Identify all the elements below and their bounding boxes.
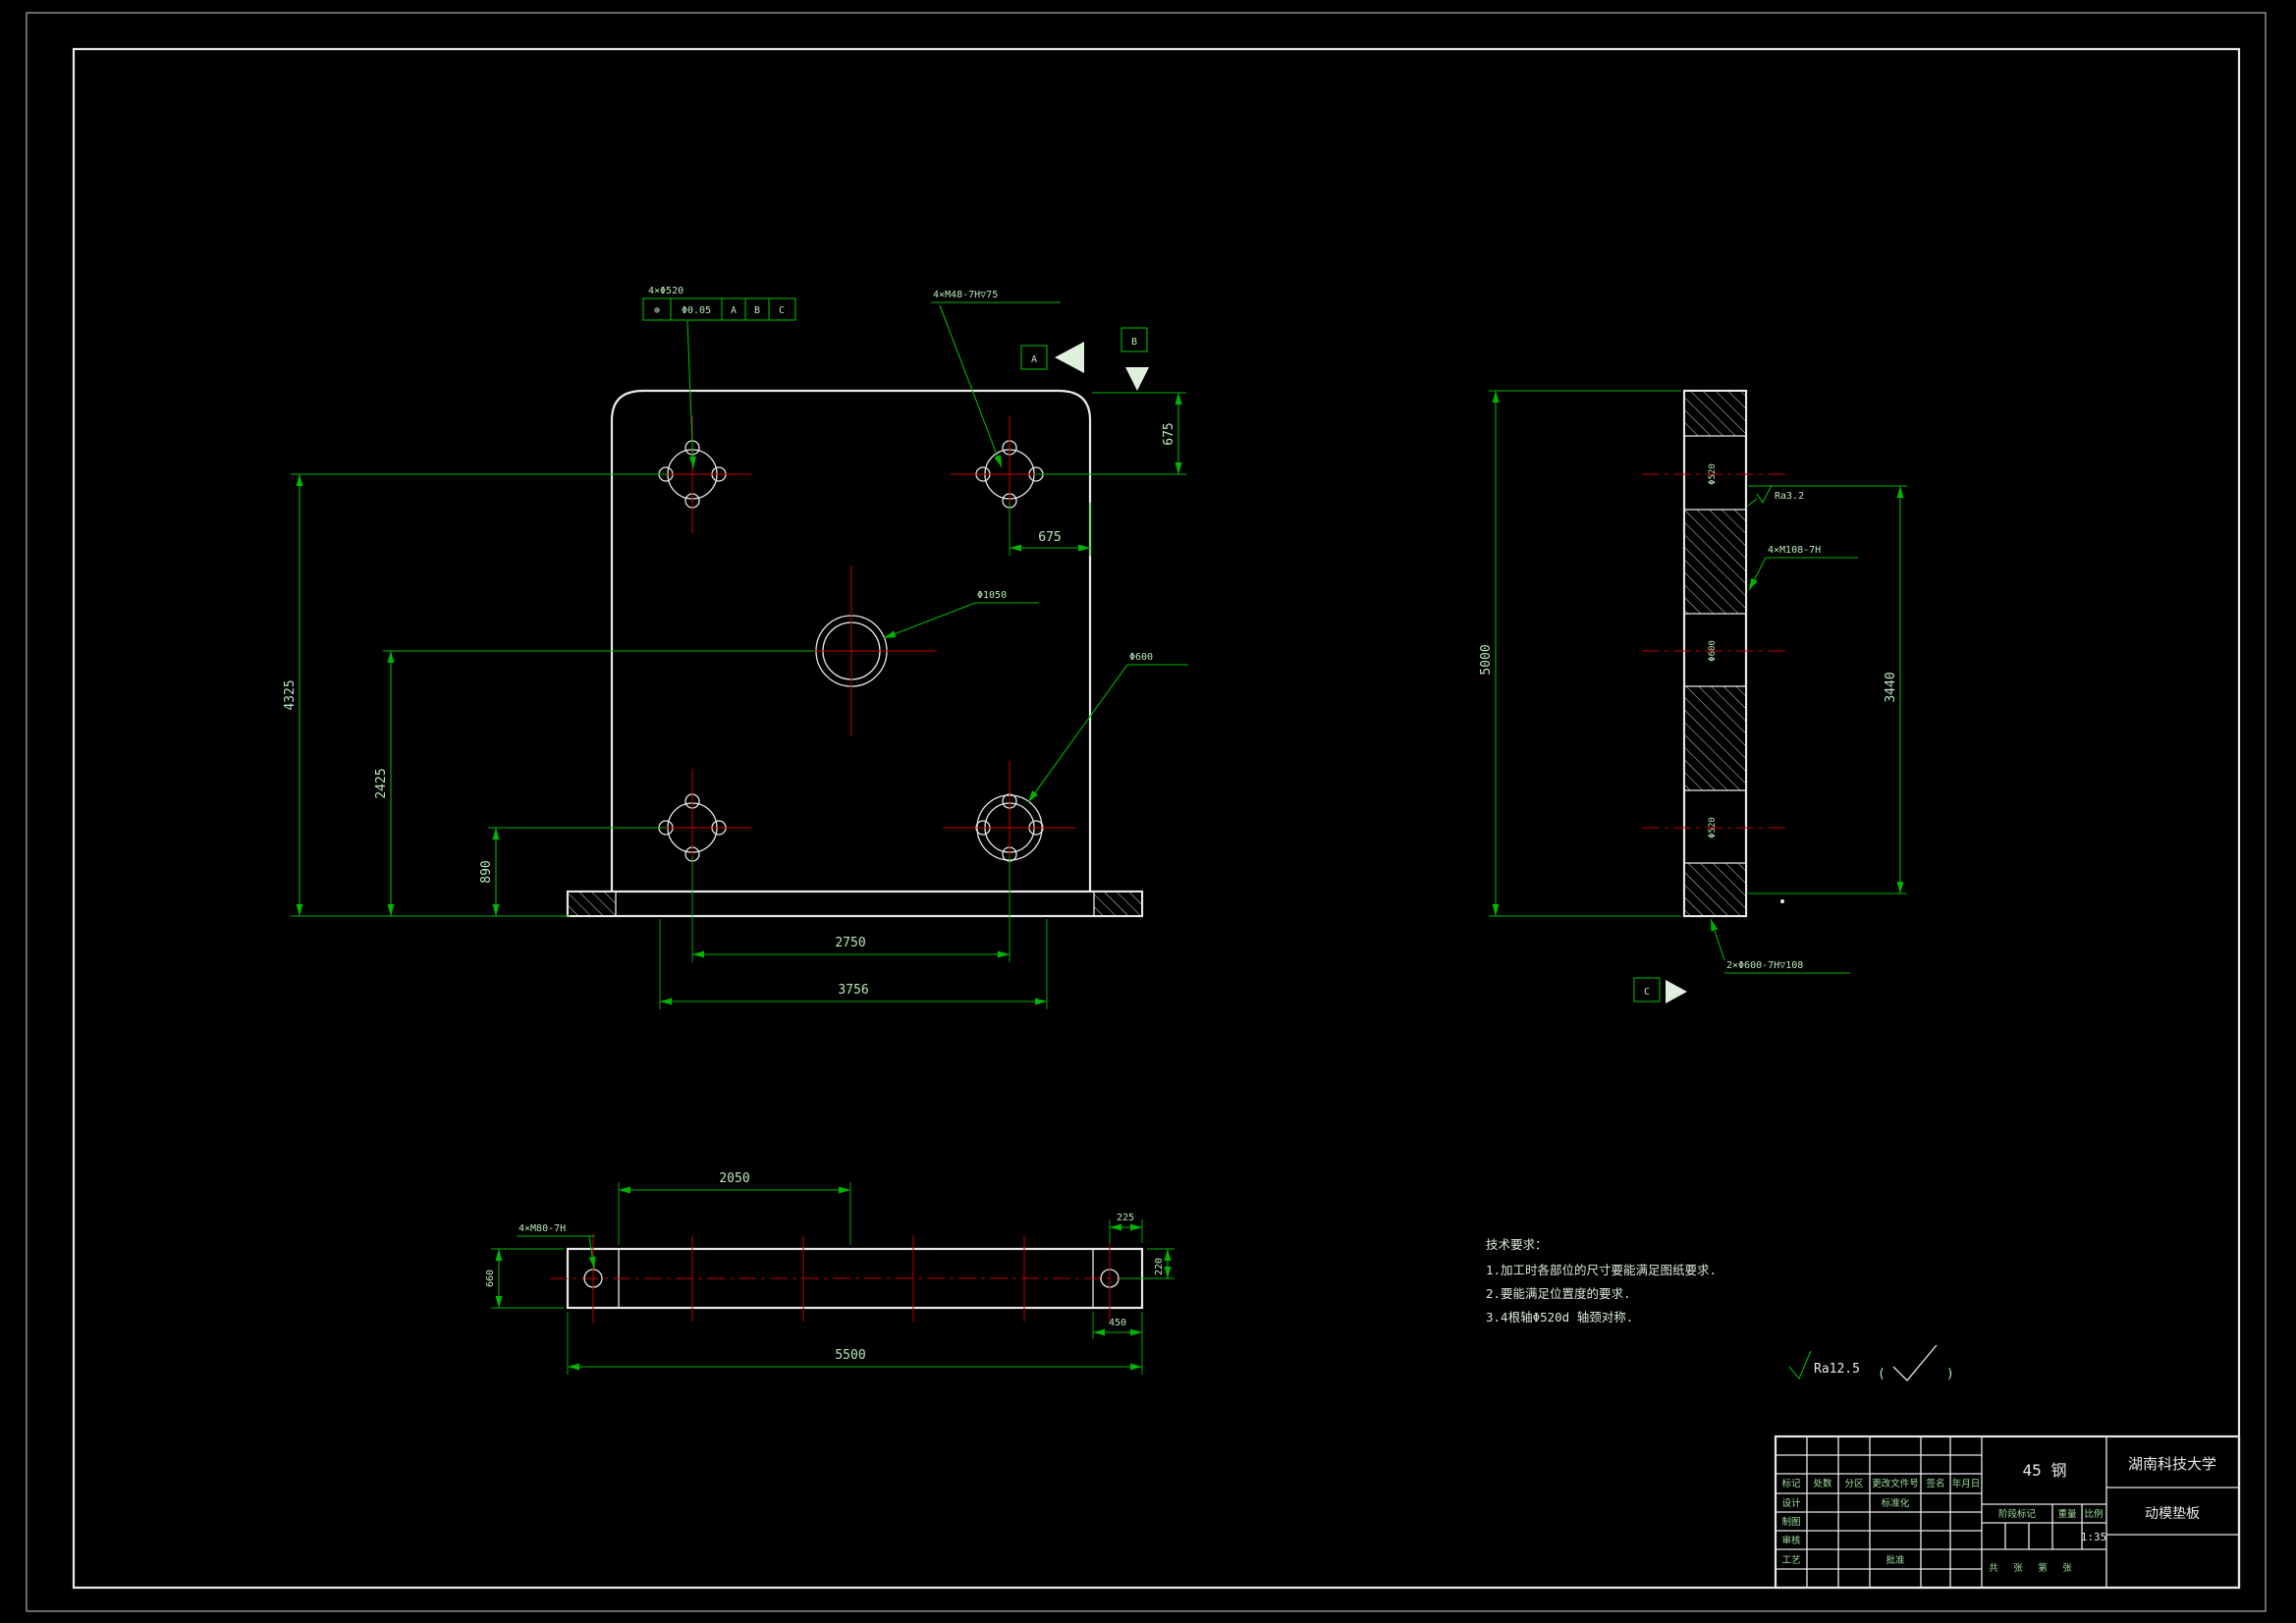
paren-close: ) [1946,1367,1954,1381]
datum-flag-c: C [1633,977,1687,1003]
foot-hatch-left [569,893,616,915]
gdt-datum-c: C [779,305,785,316]
label-weight: 重量 [2057,1508,2077,1520]
dim-hole-span: 2750 [835,936,865,950]
dim-pitch: 2050 [719,1171,749,1186]
dim-foot-height: 890 [479,860,494,883]
datum-b-label: B [1131,337,1137,348]
callout-thread-side: 4×M108-7H [1768,545,1821,556]
datum-b-triangle-icon [1125,367,1149,391]
material: 45 钢 [2023,1461,2067,1480]
callout-corner-bore: Φ600 [1129,652,1153,663]
dim-top-offset: 675 [1162,422,1176,445]
title-block: 标记 处数 分区 更改文件号 签名 年月日 设计 标准化 制图 审核 工艺 批准… [1774,1434,2241,1590]
bore-label-top: Φ520 [1708,463,1718,485]
scale-value: 1:35 [2081,1531,2107,1543]
datum-flag-b: B [1121,327,1149,391]
tech-req-line-1: 1.加工时各部位的尺寸要能满足图纸要求. [1486,1263,1717,1277]
sheet-unit-2: 张 [2062,1563,2072,1574]
dim-end-b: 220 [1154,1258,1165,1275]
label-stage: 阶段标记 [1998,1508,2037,1520]
check-symbol-icon [1892,1344,1938,1381]
front-dimensions: 4325 2425 890 675 675 2750 [283,392,1186,1009]
sheet-frame [26,12,2267,1612]
callout-thread: 4×M48-7H▽75 [933,290,998,300]
roughness-callout-side: Ra3.2 [1747,484,1804,507]
side-view: Φ520 Φ600 Φ520 5000 3440 Ra3.2 4×M108-7H… [1479,389,1907,1003]
datum-a-label: A [1031,354,1037,365]
technical-requirements: 技术要求： 1.加工时各部位的尺寸要能满足图纸要求. 2.要能满足位置度的要求.… [1486,1237,1717,1325]
sheet-unit-1: 张 [2013,1563,2023,1574]
dim-side-inner-height: 3440 [1884,672,1898,702]
dim-bar-height: 660 [485,1270,496,1287]
roughness-symbol-icon [1788,1350,1812,1380]
inner-border [72,47,2241,1590]
col-count: 处数 [1813,1478,1832,1489]
role-standard: 标准化 [1882,1497,1910,1509]
thread-callout-side: 4×M108-7H [1748,545,1858,591]
tech-req-title: 技术要求： [1486,1237,1548,1252]
dim-center-height: 2425 [374,768,389,798]
sheet-total: 共 [1989,1563,1998,1574]
bottom-view: 2050 660 4×M80-7H 225 220 450 5500 [485,1171,1175,1375]
role-check: 审核 [1781,1535,1801,1546]
dim-total-width: 3756 [838,983,868,998]
gdt-datum-b: B [754,305,760,316]
foot-hatch-right [1094,893,1141,915]
plate-outline [610,389,1092,892]
gdt-callout: 4×Φ520 ⊕ Φ0.05 A B C [642,286,796,469]
col-date: 年月日 [1952,1478,1981,1489]
gdt-position-symbol: ⊕ [654,305,660,316]
role-draft: 制图 [1781,1516,1800,1528]
callout-thread-bottom: 4×M80-7H [519,1223,566,1234]
col-zone: 分区 [1844,1479,1864,1489]
roughness-value-side: Ra3.2 [1775,491,1804,502]
role-design: 设计 [1781,1497,1801,1509]
callout-center-hole: Φ1050 [977,590,1007,601]
tech-req-line-2: 2.要能满足位置度的要求. [1486,1286,1631,1301]
col-doc: 更改文件号 [1872,1478,1919,1489]
thread-callout-bottom: 4×M80-7H [517,1223,596,1270]
roughness-note: Ra12.5 ( ) [1788,1344,1954,1381]
thread-callout-front: 4×M48-7H▽75 [931,290,1061,468]
label-scale: 比例 [2084,1508,2103,1520]
role-process: 工艺 [1781,1555,1800,1566]
roughness-value: Ra12.5 [1814,1362,1860,1377]
outer-border [26,12,2267,1612]
col-mark: 标记 [1781,1478,1801,1489]
front-view: 4×Φ520 ⊕ Φ0.05 A B C 4×M48-7H▽75 A [283,286,1188,1009]
datum-c-label: C [1644,987,1650,998]
dim-end-c: 450 [1109,1318,1126,1328]
dim-total-height: 4325 [283,679,298,710]
plate-base [566,890,1144,918]
bore-label-mid: Φ600 [1708,640,1718,662]
bore-label-bottom: Φ520 [1708,817,1718,839]
callout-corner-holes: 4×Φ520 [648,286,683,297]
paren-open: ( [1878,1367,1886,1381]
center-hole-leader: Φ1050 [883,590,1039,639]
callout-bore-side: 2×Φ600-7H▽108 [1726,960,1803,971]
gdt-datum-a: A [731,305,737,316]
gdt-tolerance: Φ0.05 [682,305,711,316]
university-name: 湖南科技大学 [2128,1455,2216,1473]
bore-callout-side: 2×Φ600-7H▽108 [1710,918,1850,974]
datum-a-triangle-icon [1055,342,1084,373]
role-approve: 批准 [1886,1554,1905,1566]
dim-side-total-height: 5000 [1479,644,1494,675]
side-body [1682,389,1748,918]
dim-end-a: 225 [1117,1213,1134,1223]
datum-flag-a: A [1020,342,1084,373]
col-sign: 签名 [1926,1478,1944,1489]
dim-side-offset: 675 [1038,530,1061,545]
datum-c-triangle-icon [1666,980,1687,1003]
tech-req-line-3: 3.4根轴Φ520d 轴颈对称. [1486,1310,1633,1325]
stray-point [1780,899,1784,903]
part-name: 动模垫板 [2145,1506,2200,1522]
dim-total-length: 5500 [835,1348,865,1363]
sheet-no: 第 [2038,1562,2048,1574]
corner-bore-leader: Φ600 [1027,652,1188,803]
